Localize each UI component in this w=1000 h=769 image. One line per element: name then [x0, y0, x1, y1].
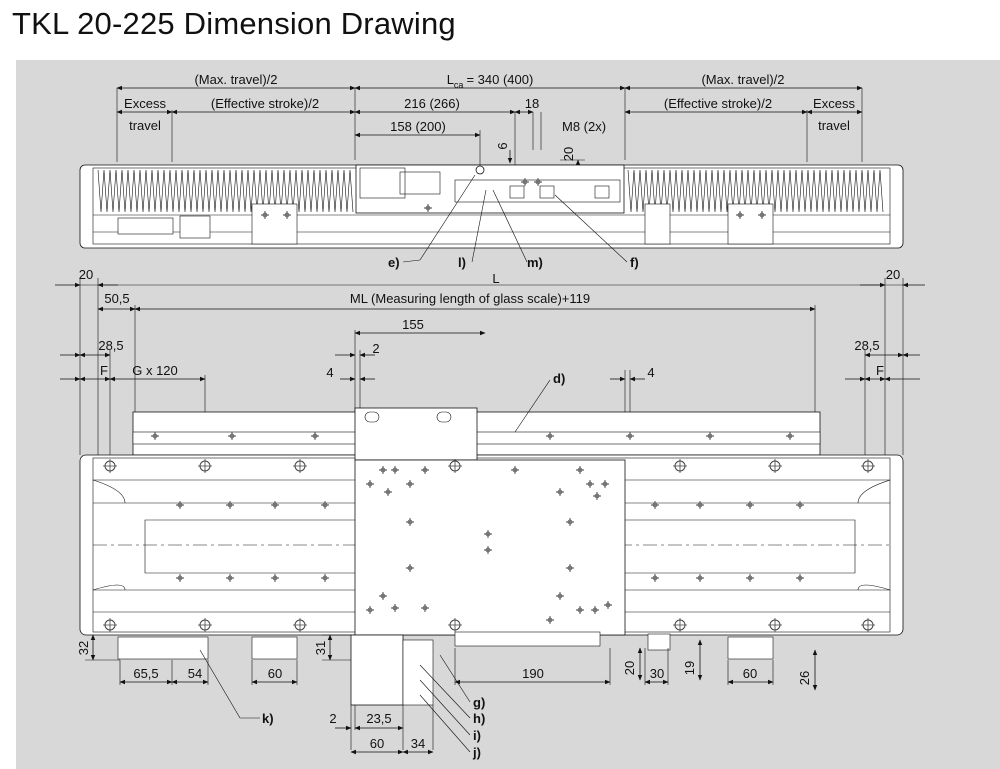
dim-60-b-label: 60 [743, 666, 757, 681]
dim-190-label: 190 [522, 666, 544, 681]
callout-j: j) [472, 745, 481, 760]
callout-L: L [492, 271, 499, 286]
callout-d: d) [553, 371, 565, 386]
m8-label: M8 (2x) [562, 119, 606, 134]
dim-28-5-left-label: 28,5 [98, 338, 123, 353]
callout-m: m) [527, 255, 543, 270]
callout-e: e) [388, 255, 400, 270]
dim-65-5-label: 65,5 [133, 666, 158, 681]
dim-60-a-label: 60 [268, 666, 282, 681]
top-view-labels: (Max. travel)/2 (Max. travel)/2 Lca= 340… [124, 72, 855, 286]
dim-50-5-label: 50,5 [104, 291, 129, 306]
dim-31-label: 31 [313, 641, 328, 655]
lca-label: Lca= 340 (400) [447, 72, 534, 90]
callout-h: h) [473, 711, 485, 726]
dim-158-label: 158 (200) [390, 119, 446, 134]
callout-i: i) [473, 728, 481, 743]
dim-18-label: 18 [525, 96, 539, 111]
dim-20-b-label: 20 [622, 661, 637, 675]
effective-stroke-right-label: (Effective stroke)/2 [664, 96, 772, 111]
front-view-labels: 20 20 50,5 ML (Measuring length of glass… [76, 267, 900, 760]
callout-k: k) [262, 711, 274, 726]
page-title: TKL 20-225 Dimension Drawing [12, 6, 456, 41]
dim-6-label: 6 [495, 142, 510, 149]
front-view [55, 278, 925, 755]
label-F-left: F [100, 363, 108, 378]
effective-stroke-left-label: (Effective stroke)/2 [211, 96, 319, 111]
label-F-right: F [876, 363, 884, 378]
ml-label: ML (Measuring length of glass scale)+119 [350, 291, 590, 306]
dim-32-label: 32 [76, 641, 91, 655]
dim-34-label: 34 [411, 736, 425, 751]
lca-subscript: ca [454, 80, 464, 90]
top-view [79, 85, 904, 263]
dim-28-5-right-label: 28,5 [854, 338, 879, 353]
dim-23-5-label: 23,5 [366, 711, 391, 726]
callout-l: l) [458, 255, 466, 270]
dim-19-label: 19 [682, 661, 697, 675]
excess-right-label: Excess [813, 96, 855, 111]
label-G: G x 120 [132, 363, 178, 378]
travel-right-label: travel [818, 118, 850, 133]
dim-2-bottom-label: 2 [329, 711, 336, 726]
dim-26-label: 26 [797, 671, 812, 685]
dim-216-label: 216 (266) [404, 96, 460, 111]
dim-54-label: 54 [188, 666, 202, 681]
dim-4-left-label: 4 [326, 365, 333, 380]
lca-value: = 340 (400) [466, 72, 533, 87]
dim-60-c-label: 60 [370, 736, 384, 751]
excess-left-label: Excess [124, 96, 166, 111]
dim-4-right-label: 4 [647, 365, 654, 380]
dim-20-top-label: 20 [561, 147, 576, 161]
max-travel-left-label: (Max. travel)/2 [194, 72, 277, 87]
travel-left-label: travel [129, 118, 161, 133]
dim-30-label: 30 [650, 666, 664, 681]
dim-20-left-label: 20 [79, 267, 93, 282]
dim-155-label: 155 [402, 317, 424, 332]
callout-f: f) [630, 255, 639, 270]
dim-20-right-label: 20 [886, 267, 900, 282]
dim-2-top-label: 2 [372, 341, 379, 356]
max-travel-right-label: (Max. travel)/2 [701, 72, 784, 87]
callout-g: g) [473, 695, 485, 710]
lca-prefix: L [447, 72, 454, 87]
